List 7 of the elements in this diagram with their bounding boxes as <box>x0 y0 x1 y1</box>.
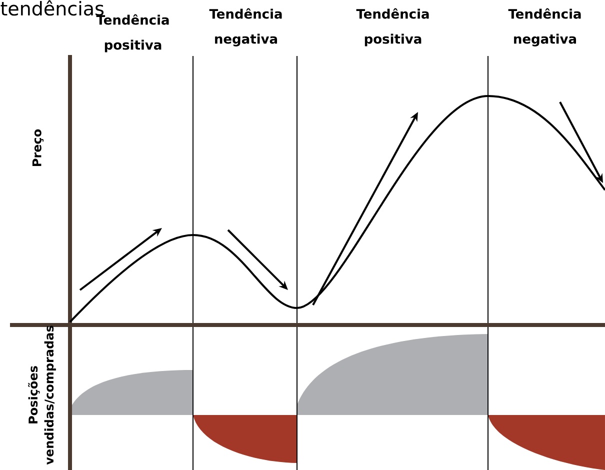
section-heading: Tendência positiva <box>96 14 169 52</box>
axis-label: Preço <box>32 129 44 166</box>
title: tendências <box>0 0 104 16</box>
section-heading: Tendência negativa <box>508 8 581 46</box>
section-heading: Tendência negativa <box>209 8 282 46</box>
axis-label: Posições vendidas/compradas <box>28 326 56 465</box>
section-heading: Tendência positiva <box>356 8 429 46</box>
